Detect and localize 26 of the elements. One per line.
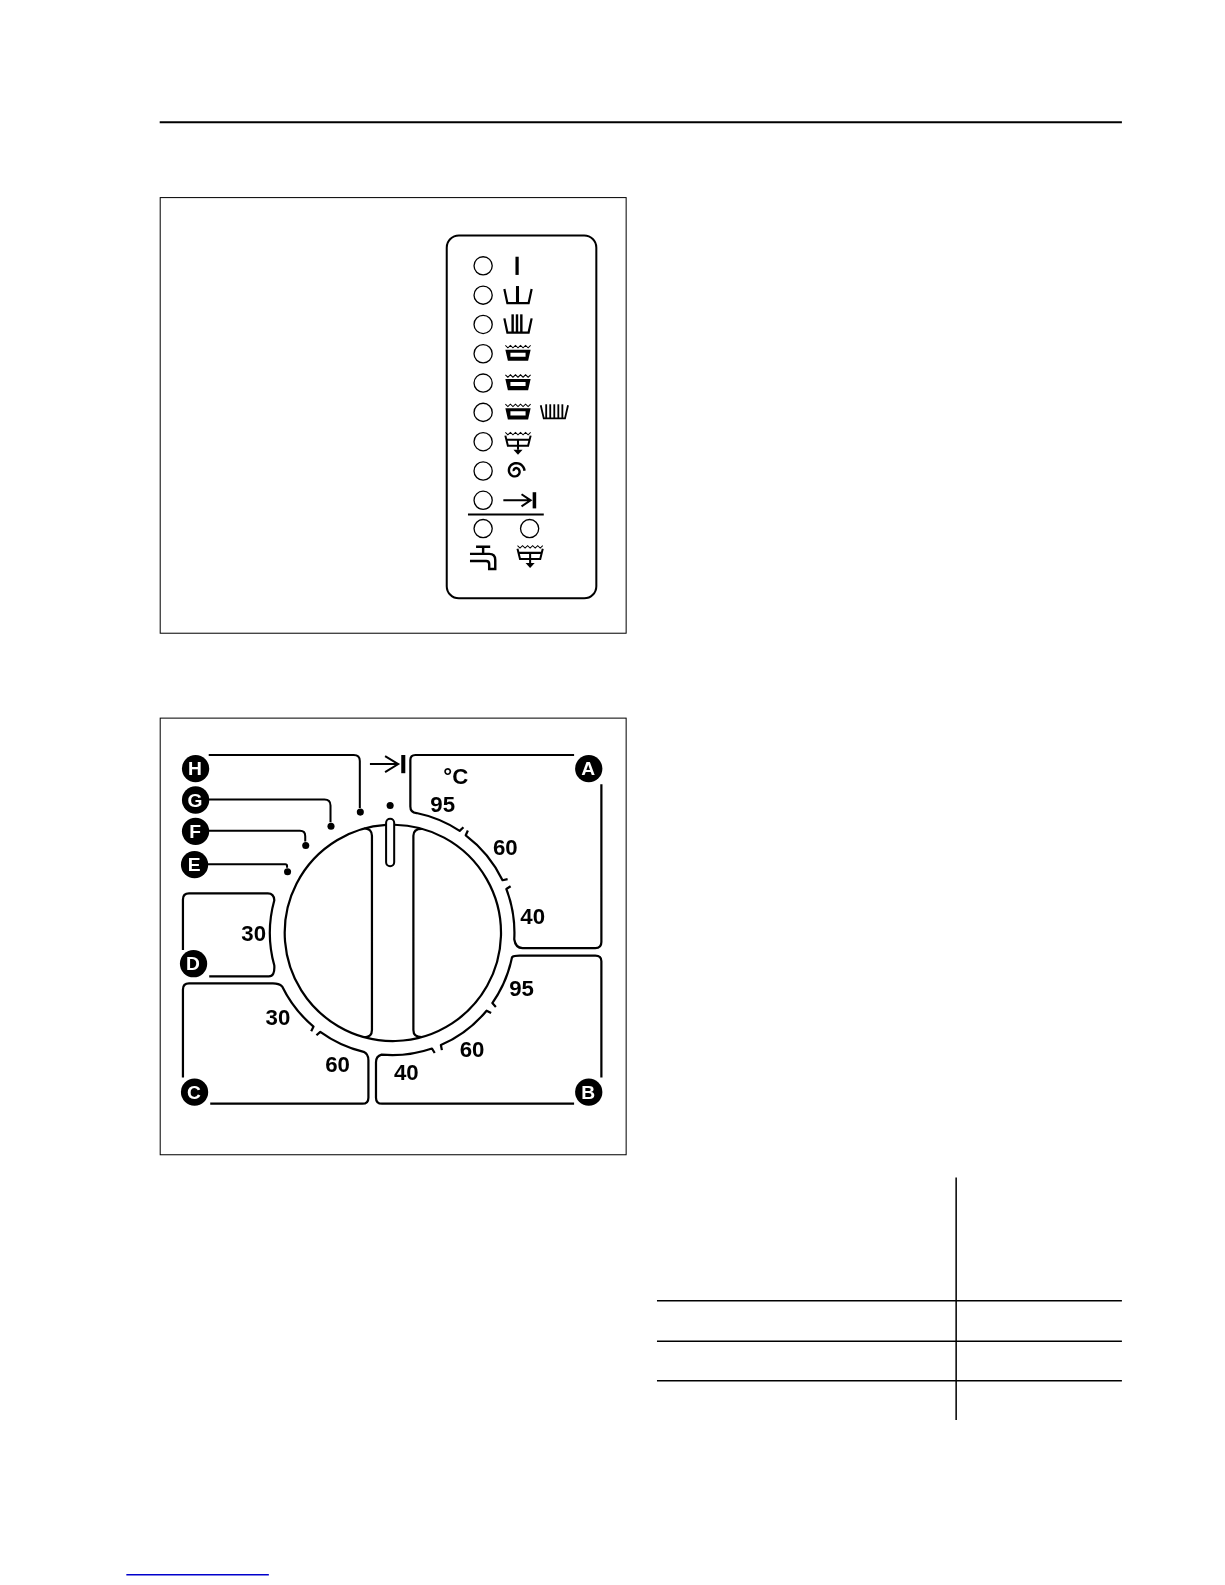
callout-letter: D [179, 949, 207, 977]
unit-label: °C [443, 766, 469, 789]
temperature-label: 95 [509, 977, 534, 1000]
leader-line [208, 829, 307, 842]
temperature-label: 30 [241, 922, 267, 946]
leader-line [208, 798, 332, 823]
temperature-label: 40 [393, 1062, 419, 1085]
position-dot [356, 808, 364, 816]
position-dot [283, 867, 291, 875]
temperature-label: 60 [325, 1054, 350, 1077]
position-dot [301, 841, 309, 849]
temperature-label: 30 [265, 1006, 291, 1029]
position-dot [326, 822, 335, 830]
callout-letter: F [181, 817, 209, 845]
callout-letter: A [574, 754, 602, 782]
leader-line [207, 863, 289, 868]
callout-letter: B [574, 1077, 602, 1106]
temperature-label: 60 [493, 836, 518, 860]
temperature-label: 60 [459, 1039, 485, 1062]
temperature-label: 95 [430, 793, 456, 816]
temperature-label: 40 [520, 905, 546, 928]
callout-letter: G [181, 785, 209, 814]
leader-line [208, 754, 361, 809]
callout-letter: E [180, 850, 208, 878]
callout-letter: H [181, 754, 209, 782]
callout-letter: C [180, 1077, 208, 1106]
